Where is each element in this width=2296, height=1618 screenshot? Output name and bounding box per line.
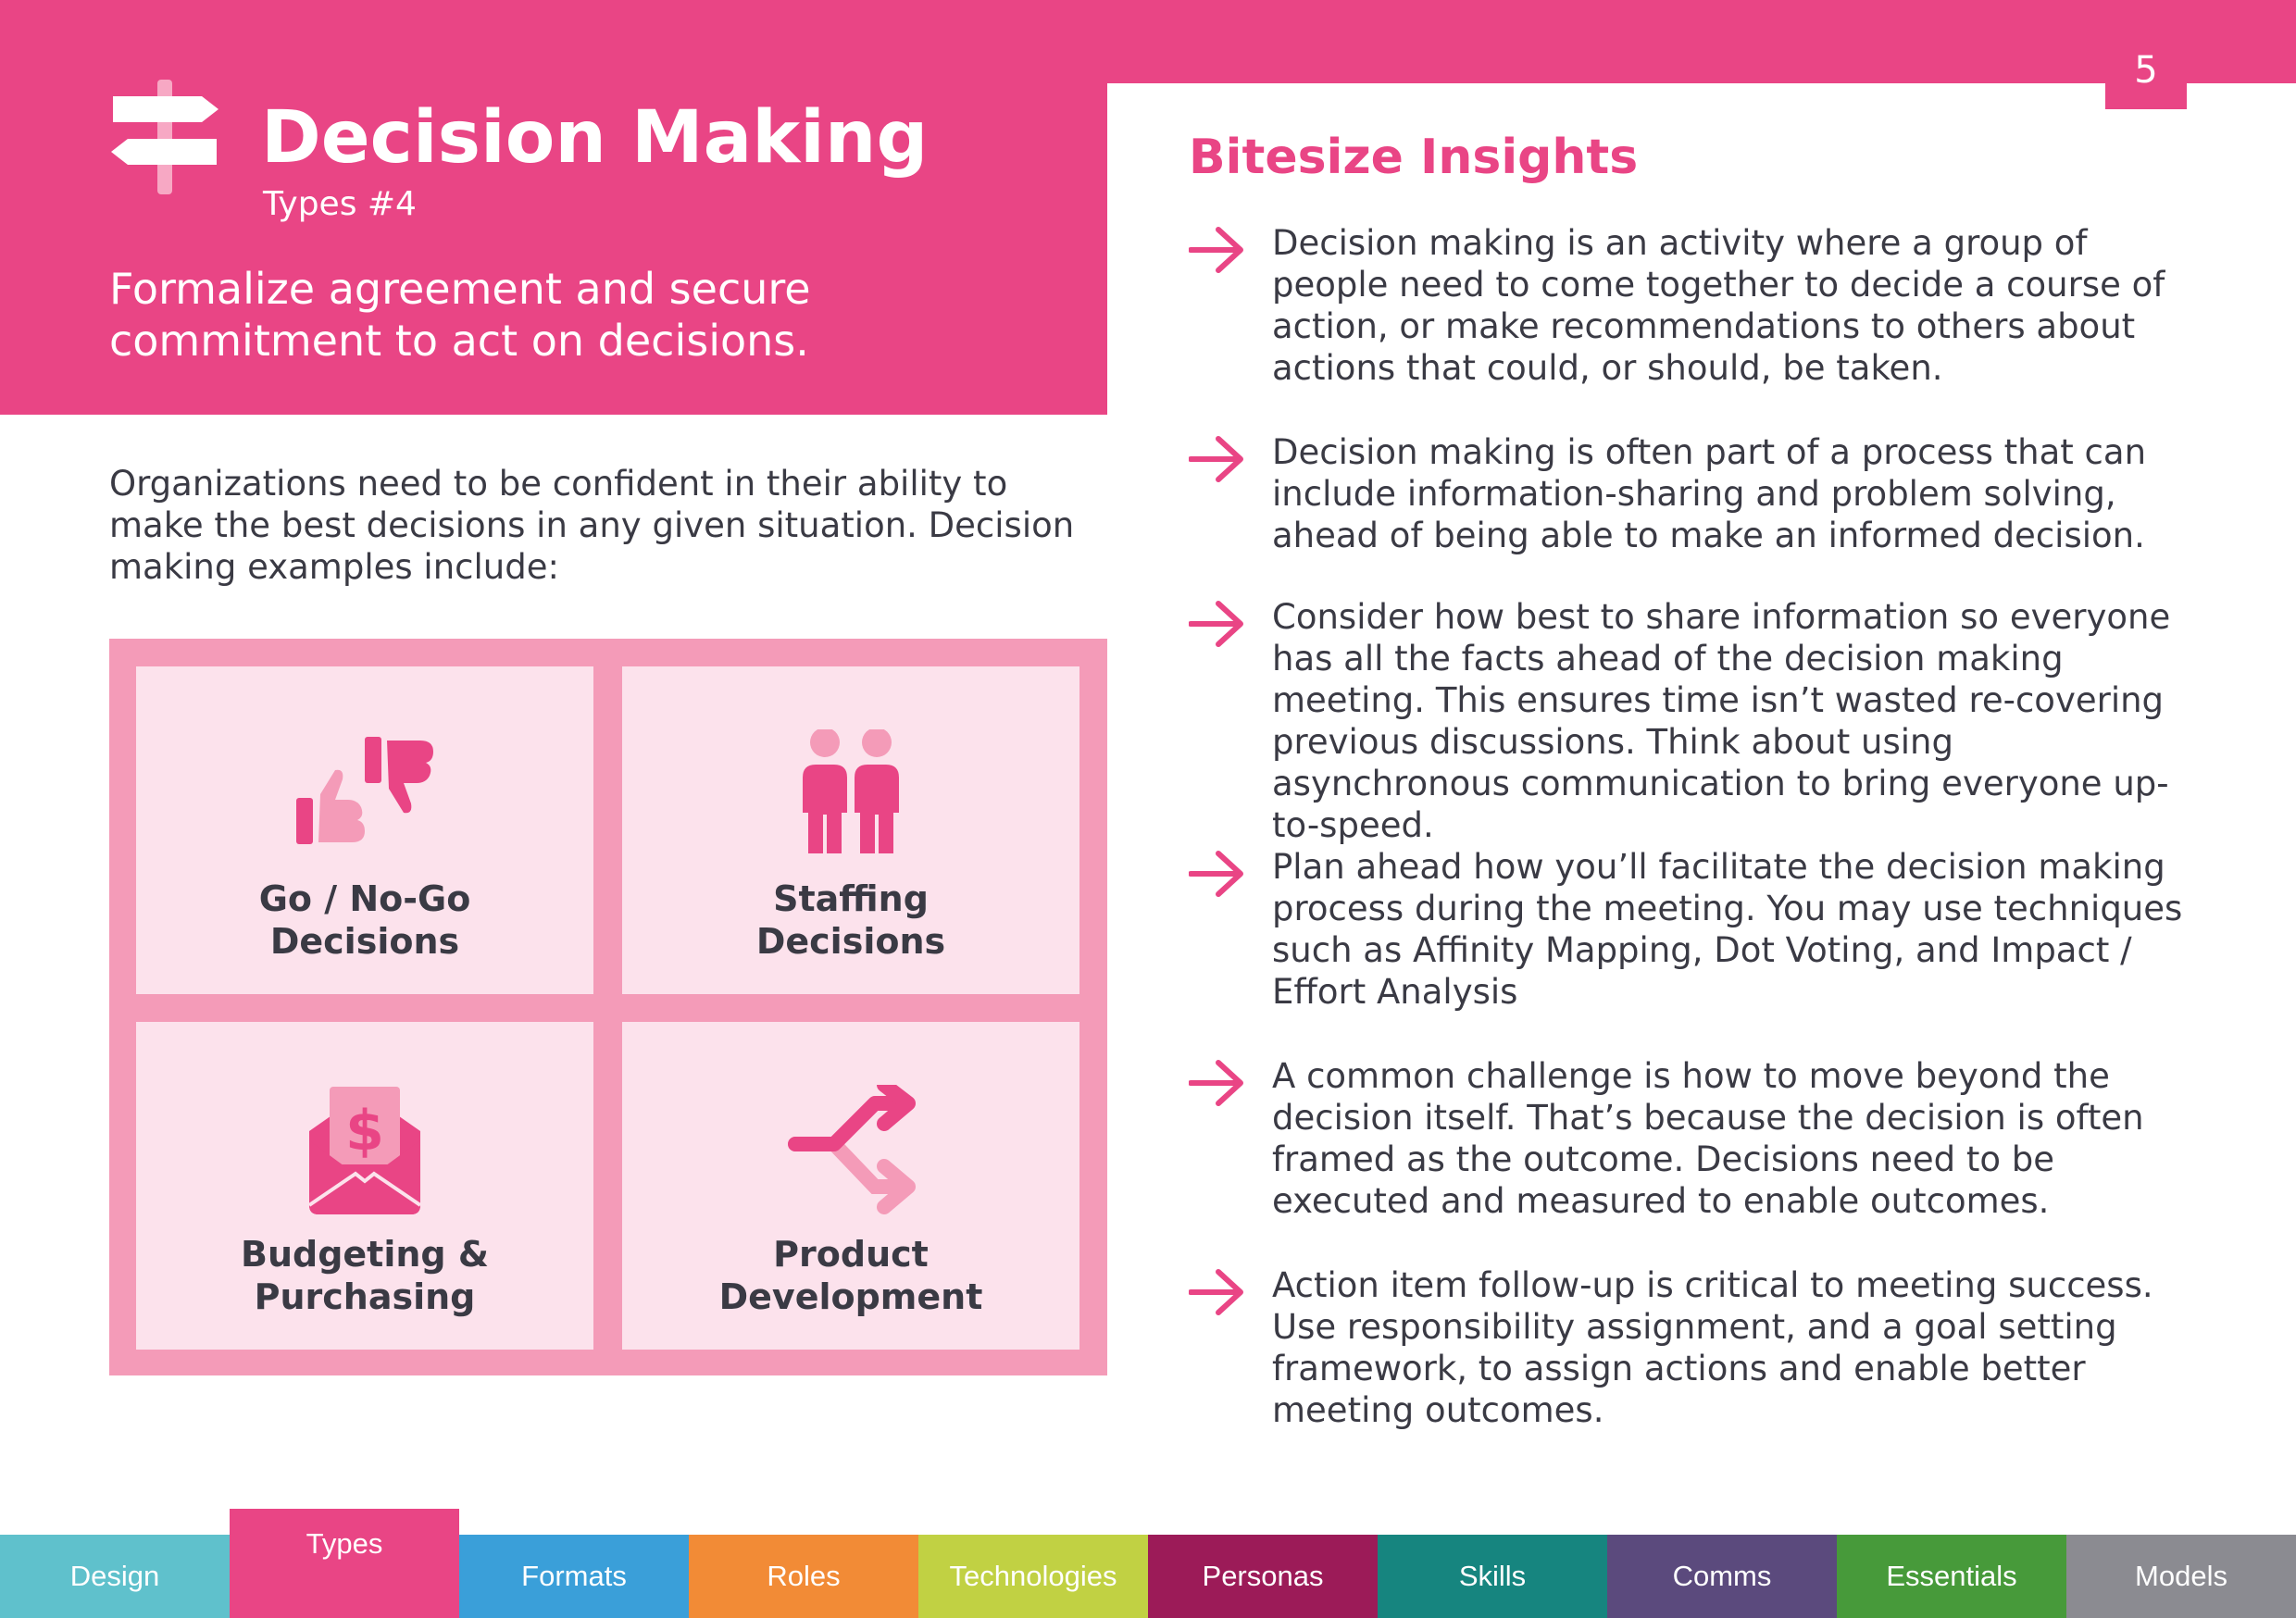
intro-text: Organizations need to be confident in th… <box>109 464 1075 587</box>
arrow-right-icon <box>1189 601 1243 647</box>
insight-item: Consider how best to share information s… <box>1189 596 2198 846</box>
svg-text:$: $ <box>345 1099 384 1164</box>
tab-personas[interactable]: Personas <box>1148 1535 1378 1618</box>
arrow-right-icon <box>1189 436 1243 482</box>
tab-formats[interactable]: Formats <box>459 1535 689 1618</box>
tab-technologies[interactable]: Technologies <box>918 1535 1148 1618</box>
arrow-right-icon <box>1189 851 1243 897</box>
page-number: 5 <box>2105 46 2187 109</box>
tab-models[interactable]: Models <box>2066 1535 2296 1618</box>
insight-item: A common challenge is how to move beyond… <box>1189 1055 2198 1222</box>
arrow-right-icon <box>1189 1060 1243 1106</box>
tab-comms[interactable]: Comms <box>1607 1535 1837 1618</box>
section-nav: Design Types Formats Roles Technologies … <box>0 1509 2296 1618</box>
example-label: Budgeting &Purchasing <box>240 1234 489 1317</box>
tab-roles[interactable]: Roles <box>689 1535 918 1618</box>
tab-essentials[interactable]: Essentials <box>1837 1535 2066 1618</box>
signpost-icon <box>111 80 218 194</box>
header-block: Decision Making Types #4 Formalize agree… <box>0 0 1107 415</box>
people-icon <box>803 729 899 853</box>
insight-item: Decision making is often part of a proce… <box>1189 431 2198 556</box>
tab-design[interactable]: Design <box>0 1535 230 1618</box>
arrow-right-icon <box>1189 1269 1243 1315</box>
insight-item: Plan ahead how you’ll facilitate the dec… <box>1189 846 2198 1013</box>
insight-item: Decision making is an activity where a g… <box>1189 222 2198 389</box>
thumbs-up-down-icon <box>296 737 433 844</box>
lead-text: Formalize agreement and secure commitmen… <box>109 264 811 366</box>
money-envelope-icon: $ <box>307 1087 422 1214</box>
insights-title: Bitesize Insights <box>1189 130 1639 185</box>
arrow-right-icon <box>1189 227 1243 273</box>
page-title: Decision Making <box>261 96 929 180</box>
tab-types[interactable]: Types <box>230 1509 459 1618</box>
insight-item: Action item follow-up is critical to mee… <box>1189 1264 2198 1431</box>
example-tile-budgeting: $ Budgeting &Purchasing <box>136 1022 593 1350</box>
tab-skills[interactable]: Skills <box>1378 1535 1607 1618</box>
page-subtitle: Types #4 <box>263 185 417 223</box>
split-arrows-icon <box>788 1085 916 1214</box>
